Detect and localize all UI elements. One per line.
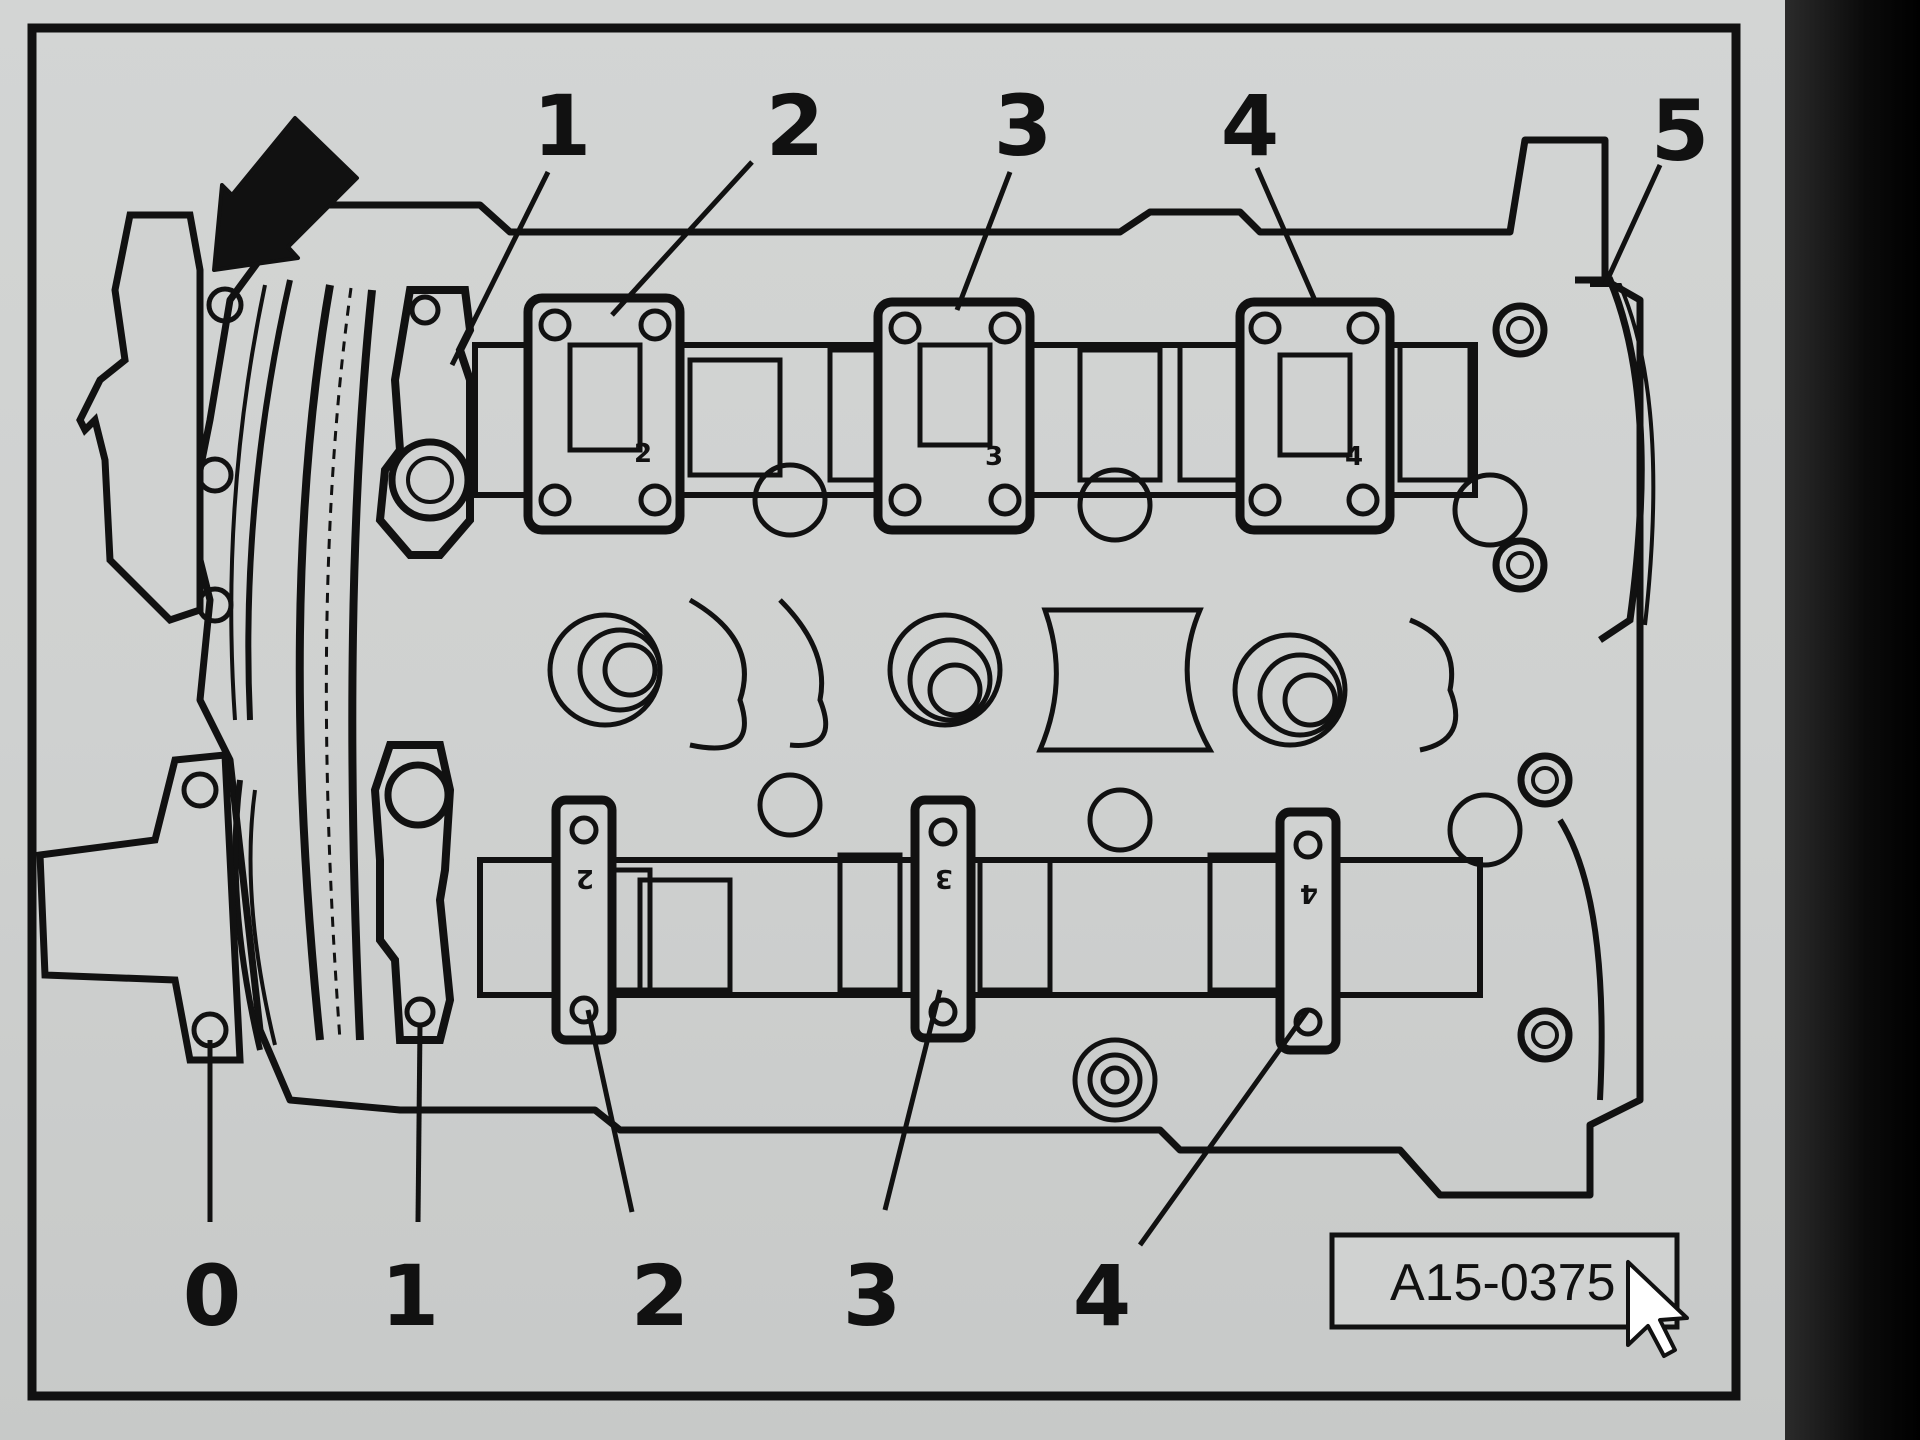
cap-marking-top-2: 2: [634, 439, 652, 469]
bearing-cap-bottom-3: [910, 795, 976, 1043]
bottom-label-3: 3: [843, 1247, 901, 1345]
monitor-bezel: [1785, 0, 1920, 1440]
top-label-4: 4: [1221, 77, 1279, 175]
bearing-cap-top-4: [1235, 297, 1395, 535]
top-label-1: 1: [533, 77, 591, 175]
bottom-label-1: 1: [381, 1247, 439, 1345]
bearing-cap-bottom-1: [370, 741, 455, 1044]
port-circles: [547, 462, 1528, 1123]
bearing-cap-top-1: [375, 286, 475, 559]
cylinder-head-outline: [186, 136, 1644, 1199]
figure-code: A15-0375: [1390, 1254, 1616, 1312]
bearing-cap-top-5: [1492, 276, 1656, 643]
bearing-cap-top-3: [873, 297, 1035, 535]
rear-bolts-bottom: [1517, 752, 1605, 1101]
top-label-3: 3: [994, 77, 1052, 175]
leader-lines-bottom: [207, 989, 1311, 1247]
bottom-label-0: 0: [183, 1247, 241, 1345]
arrow-down-left-icon: [212, 116, 359, 272]
timing-chain: [229, 279, 376, 1051]
bearing-cap-bottom-2: [551, 795, 617, 1045]
top-label-5: 5: [1651, 82, 1709, 180]
bearing-cap-top-2: [523, 293, 685, 535]
top-label-2: 2: [766, 77, 824, 175]
bottom-label-2: 2: [631, 1247, 689, 1345]
cap-marking-top-4: 4: [1345, 442, 1363, 472]
figure-code-box: [1329, 1232, 1680, 1330]
cap-marking-bottom-3: 3: [935, 863, 953, 893]
mouse-pointer-icon: [1626, 1260, 1689, 1358]
diagram-frame: [27, 23, 1741, 1401]
cap-marking-bottom-2: 2: [576, 863, 594, 893]
bearing-cap-bottom-4: [1275, 807, 1341, 1055]
bottom-label-4: 4: [1073, 1247, 1131, 1345]
lower-adjuster: [36, 751, 244, 1064]
camshaft-adjuster: [76, 211, 244, 625]
leader-lines-top: [449, 160, 1663, 367]
cap-marking-bottom-4: 4: [1300, 878, 1318, 908]
cap-marking-top-3: 3: [985, 442, 1003, 472]
camshaft-diagram: 2 3 4 2: [27, 23, 1741, 1401]
